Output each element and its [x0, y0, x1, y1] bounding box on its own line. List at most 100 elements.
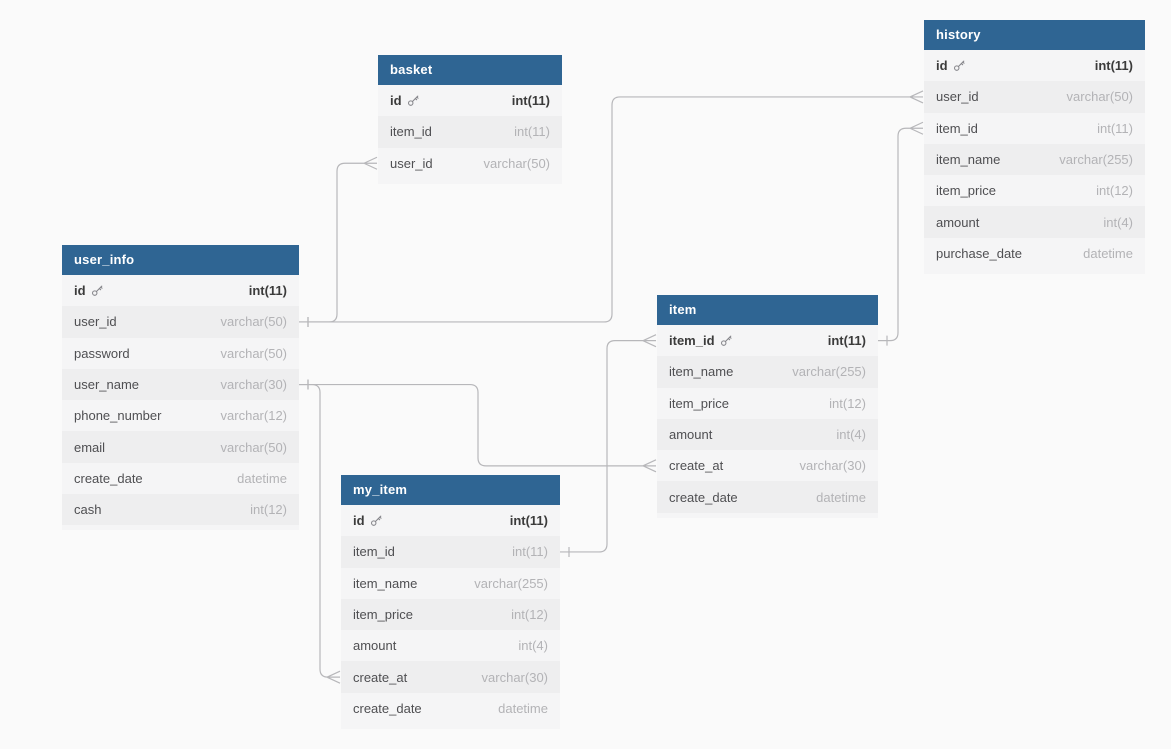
field-row-item-create_at[interactable]: create_at varchar(30): [657, 450, 878, 482]
field-name: user_id: [390, 156, 433, 171]
field-name: create_date: [74, 471, 143, 486]
field-name-label: item_name: [353, 575, 418, 591]
key-icon: [953, 60, 965, 71]
field-name-label: item_name: [669, 364, 734, 380]
field-type: int(11): [509, 513, 548, 529]
field-type: varchar(30): [799, 458, 866, 474]
field-row-user_info-user_name[interactable]: user_name varchar(30): [62, 368, 299, 401]
field-name: amount: [353, 638, 396, 653]
field-row-history-user_id[interactable]: user_id varchar(50): [924, 81, 1145, 113]
field-name-label: user_id: [390, 155, 433, 171]
field-name-label: id: [74, 283, 86, 299]
field-name: create_at: [669, 458, 723, 473]
table-history[interactable]: history id int(11) user_id varchar(50) item_i…: [924, 20, 1145, 275]
field-type: int(11): [1097, 120, 1133, 136]
field-type: int(4): [518, 638, 548, 654]
field-name: user_id: [936, 89, 979, 104]
table-header-my_item[interactable]: my_item: [341, 475, 560, 505]
field-name: purchase_date: [936, 246, 1022, 261]
field-name-label: item_name: [936, 152, 1001, 168]
table-header-history[interactable]: history: [924, 20, 1145, 50]
field-row-basket-user_id[interactable]: user_id varchar(50): [378, 147, 562, 179]
field-name-label: id: [353, 513, 365, 529]
table-name: basket: [390, 62, 433, 77]
field-name-label: user_name: [74, 377, 140, 393]
field-type: datetime: [498, 700, 548, 716]
field-name: amount: [936, 215, 979, 230]
field-type: int(11): [512, 544, 548, 560]
field-type: int(12): [250, 502, 287, 518]
field-row-my_item-item_id[interactable]: item_id int(11): [341, 536, 560, 568]
field-name: create_at: [353, 670, 407, 685]
field-name: create_date: [353, 701, 422, 716]
field-type: varchar(50): [483, 155, 550, 171]
field-name-label: id: [936, 58, 948, 74]
field-name-label: amount: [353, 638, 397, 654]
table-header-user_info[interactable]: user_info: [62, 245, 299, 275]
field-type: int(11): [1094, 58, 1133, 74]
field-name: item_name: [936, 152, 1000, 167]
field-row-history-purchase_date[interactable]: purchase_date datetime: [924, 237, 1145, 270]
field-name-label: amount: [936, 214, 980, 230]
field-row-history-id[interactable]: id int(11): [924, 50, 1145, 82]
key-icon: [370, 515, 382, 526]
field-name-label: item_id: [936, 120, 978, 136]
key-icon: [720, 335, 732, 346]
field-name-label: create_date: [669, 489, 738, 505]
field-row-user_info-password[interactable]: password varchar(50): [62, 337, 299, 369]
relationship-user_info-user_name-to-item-create_at: [299, 379, 657, 473]
field-type: int(11): [827, 333, 866, 349]
field-type: int(12): [511, 607, 548, 623]
field-row-user_info-create_date[interactable]: create_date datetime: [62, 462, 299, 495]
field-name: amount: [669, 427, 712, 442]
field-name-label: create_at: [669, 458, 724, 474]
key-icon: [407, 95, 419, 106]
field-name: password: [74, 346, 130, 361]
field-type: varchar(50): [1066, 89, 1133, 105]
table-name: my_item: [353, 482, 408, 497]
field-name: create_date: [669, 490, 738, 505]
field-name-label: item_price: [669, 395, 729, 411]
field-row-my_item-amount[interactable]: amount int(4): [341, 630, 560, 662]
field-type: int(12): [1096, 183, 1133, 199]
field-type: varchar(30): [220, 377, 287, 393]
field-name: item_id: [353, 544, 395, 559]
table-header-basket[interactable]: basket: [378, 55, 562, 85]
field-type: datetime: [1083, 245, 1133, 261]
field-name: item_name: [669, 364, 733, 379]
field-row-my_item-create_date[interactable]: create_date datetime: [341, 692, 560, 725]
relationship-my_item-item_id-to-item-item_id: [560, 334, 657, 557]
field-type: varchar(12): [220, 408, 287, 424]
table-header-item[interactable]: item: [657, 295, 878, 325]
field-type: datetime: [237, 470, 287, 486]
field-row-history-item_id[interactable]: item_id int(11): [924, 112, 1145, 144]
field-row-item-create_date[interactable]: create_date datetime: [657, 481, 878, 513]
field-row-my_item-id[interactable]: id int(11): [341, 505, 560, 537]
field-name-label: create_date: [353, 700, 422, 716]
field-type: varchar(50): [220, 345, 287, 361]
field-type: datetime: [816, 489, 866, 505]
field-name: id: [390, 93, 420, 108]
field-name: id: [74, 283, 104, 298]
